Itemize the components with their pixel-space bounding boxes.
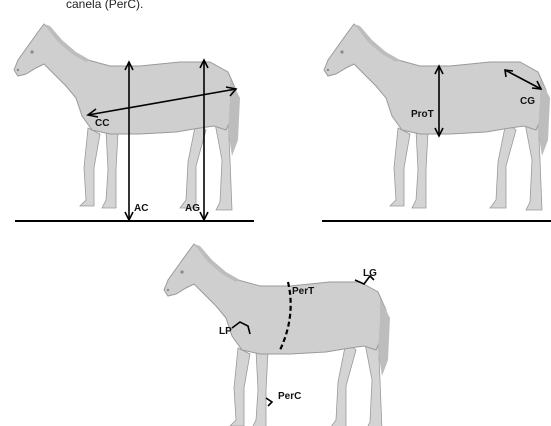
label-ac: AC [134,203,148,214]
panel-top-left [14,24,254,221]
label-cc: CC [95,118,109,129]
label-prot: ProT [411,109,434,120]
label-ag: AG [185,203,200,214]
panel-top-right [322,24,551,221]
label-cg: CG [520,96,535,107]
horse-silhouette-top-left [14,24,240,210]
label-lp: LP [219,326,232,337]
horse-silhouette-top-right [324,24,550,210]
panel-bottom [164,244,390,426]
label-lg: LG [363,268,377,279]
label-perc: PerC [278,391,301,402]
measure-mark-perc [266,398,272,406]
label-pert: PerT [292,286,314,297]
horse-silhouette-bottom [164,244,390,426]
